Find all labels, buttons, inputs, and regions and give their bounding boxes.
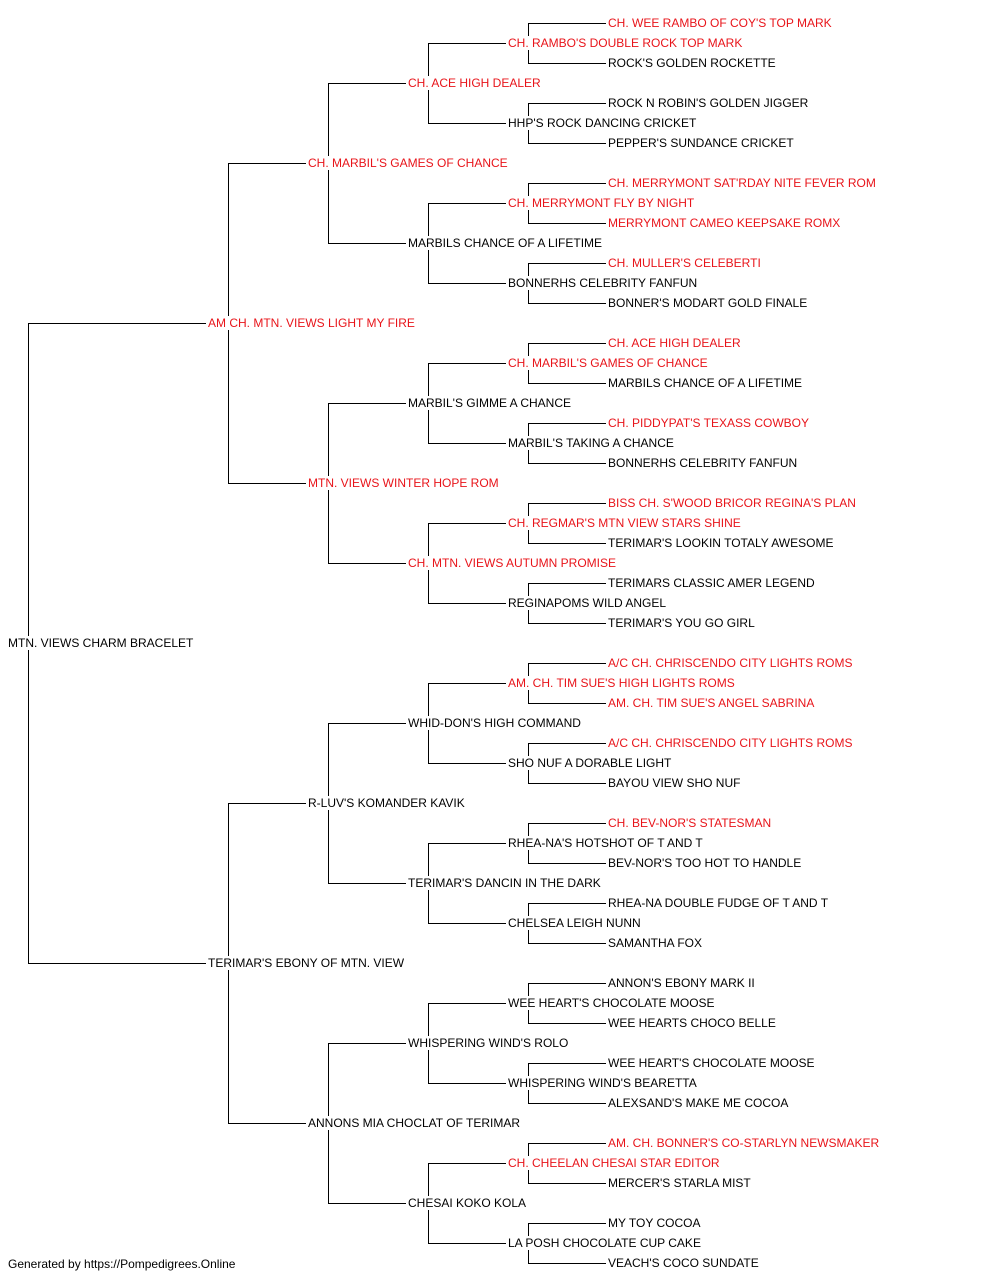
ancestor-name: CH. REGMAR'S MTN VIEW STARS SHINE xyxy=(508,516,741,530)
ancestor-name: PEPPER'S SUNDANCE CRICKET xyxy=(608,136,794,150)
ancestor-name: CH. MULLER'S CELEBERTI xyxy=(608,256,761,270)
ancestor-name: SAMANTHA FOX xyxy=(608,936,703,950)
ancestor-name: MERRYMONT CAMEO KEEPSAKE ROMX xyxy=(608,216,841,230)
ancestor-name: CH. MERRYMONT SAT'RDAY NITE FEVER ROM xyxy=(608,176,876,190)
ancestor-name: REGINAPOMS WILD ANGEL xyxy=(508,596,667,610)
ancestor-name: BONNER'S MODART GOLD FINALE xyxy=(608,296,808,310)
ancestor-name: MERCER'S STARLA MIST xyxy=(608,1176,751,1190)
ancestor-name: CH. ACE HIGH DEALER xyxy=(408,76,541,90)
ancestor-name: MARBIL'S TAKING A CHANCE xyxy=(508,436,674,450)
ancestor-name: BONNERHS CELEBRITY FANFUN xyxy=(508,276,698,290)
ancestor-name: CH. MARBIL'S GAMES OF CHANCE xyxy=(308,156,508,170)
ancestor-name: ANNONS MIA CHOCLAT OF TERIMAR xyxy=(308,1116,521,1130)
ancestor-name: BEV-NOR'S TOO HOT TO HANDLE xyxy=(608,856,802,870)
ancestor-name: LA POSH CHOCOLATE CUP CAKE xyxy=(508,1236,701,1250)
ancestor-name: A/C CH. CHRISCENDO CITY LIGHTS ROMS xyxy=(608,736,853,750)
ancestor-name: TERIMAR'S YOU GO GIRL xyxy=(608,616,755,630)
subject-name: MTN. VIEWS CHARM BRACELET xyxy=(8,636,194,650)
ancestor-name: AM. CH. TIM SUE'S ANGEL SABRINA xyxy=(608,696,815,710)
ancestor-name: ANNON'S EBONY MARK II xyxy=(608,976,755,990)
ancestor-name: HHP'S ROCK DANCING CRICKET xyxy=(508,116,697,130)
generated-by-footer: Generated by https://Pompedigrees.Online xyxy=(8,1257,236,1271)
ancestor-name: AM. CH. BONNER'S CO-STARLYN NEWSMAKER xyxy=(608,1136,880,1150)
ancestor-name: AM CH. MTN. VIEWS LIGHT MY FIRE xyxy=(208,316,415,330)
ancestor-name: MTN. VIEWS WINTER HOPE ROM xyxy=(308,476,499,490)
ancestor-name: AM. CH. TIM SUE'S HIGH LIGHTS ROMS xyxy=(508,676,735,690)
ancestor-name: CH. PIDDYPAT'S TEXASS COWBOY xyxy=(608,416,809,430)
ancestor-name: CH. MTN. VIEWS AUTUMN PROMISE xyxy=(408,556,617,570)
ancestor-name: RHEA-NA DOUBLE FUDGE OF T AND T xyxy=(608,896,829,910)
ancestor-name: A/C CH. CHRISCENDO CITY LIGHTS ROMS xyxy=(608,656,853,670)
ancestor-name: MARBILS CHANCE OF A LIFETIME xyxy=(408,236,603,250)
ancestor-name: SHO NUF A DORABLE LIGHT xyxy=(508,756,672,770)
ancestor-name: CH. ACE HIGH DEALER xyxy=(608,336,741,350)
ancestor-name: TERIMAR'S DANCIN IN THE DARK xyxy=(408,876,601,890)
ancestor-name: WEE HEART'S CHOCOLATE MOOSE xyxy=(608,1056,815,1070)
ancestor-name: CH. BEV-NOR'S STATESMAN xyxy=(608,816,772,830)
ancestor-name: MY TOY COCOA xyxy=(608,1216,701,1230)
ancestor-name: TERIMAR'S LOOKIN TOTALY AWESOME xyxy=(608,536,834,550)
ancestor-name: WHISPERING WIND'S ROLO xyxy=(408,1036,569,1050)
ancestor-name: CHESAI KOKO KOLA xyxy=(408,1196,527,1210)
ancestor-name: ALEXSAND'S MAKE ME COCOA xyxy=(608,1096,789,1110)
ancestor-name: BISS CH. S'WOOD BRICOR REGINA'S PLAN xyxy=(608,496,856,510)
ancestor-name: CH. MERRYMONT FLY BY NIGHT xyxy=(508,196,695,210)
ancestor-name: ROCK N ROBIN'S GOLDEN JIGGER xyxy=(608,96,809,110)
ancestor-name: WEE HEARTS CHOCO BELLE xyxy=(608,1016,776,1030)
ancestor-name: WHID-DON'S HIGH COMMAND xyxy=(408,716,581,730)
ancestor-name: CH. WEE RAMBO OF COY'S TOP MARK xyxy=(608,16,832,30)
ancestor-name: WEE HEART'S CHOCOLATE MOOSE xyxy=(508,996,715,1010)
ancestor-name: CH. CHEELAN CHESAI STAR EDITOR xyxy=(508,1156,720,1170)
ancestor-name: WHISPERING WIND'S BEARETTA xyxy=(508,1076,697,1090)
ancestor-name: TERIMARS CLASSIC AMER LEGEND xyxy=(608,576,815,590)
ancestor-name: CH. MARBIL'S GAMES OF CHANCE xyxy=(508,356,708,370)
ancestor-name: ROCK'S GOLDEN ROCKETTE xyxy=(608,56,776,70)
ancestor-name: MARBILS CHANCE OF A LIFETIME xyxy=(608,376,803,390)
ancestor-name: MARBIL'S GIMME A CHANCE xyxy=(408,396,571,410)
ancestor-name: BONNERHS CELEBRITY FANFUN xyxy=(608,456,798,470)
ancestor-name: RHEA-NA'S HOTSHOT OF T AND T xyxy=(508,836,703,850)
ancestor-name: VEACH'S COCO SUNDATE xyxy=(608,1256,759,1270)
ancestor-name: CHELSEA LEIGH NUNN xyxy=(508,916,641,930)
ancestor-name: CH. RAMBO'S DOUBLE ROCK TOP MARK xyxy=(508,36,743,50)
ancestor-name: R-LUV'S KOMANDER KAVIK xyxy=(308,796,465,810)
ancestor-name: BAYOU VIEW SHO NUF xyxy=(608,776,741,790)
ancestor-name: TERIMAR'S EBONY OF MTN. VIEW xyxy=(208,956,405,970)
